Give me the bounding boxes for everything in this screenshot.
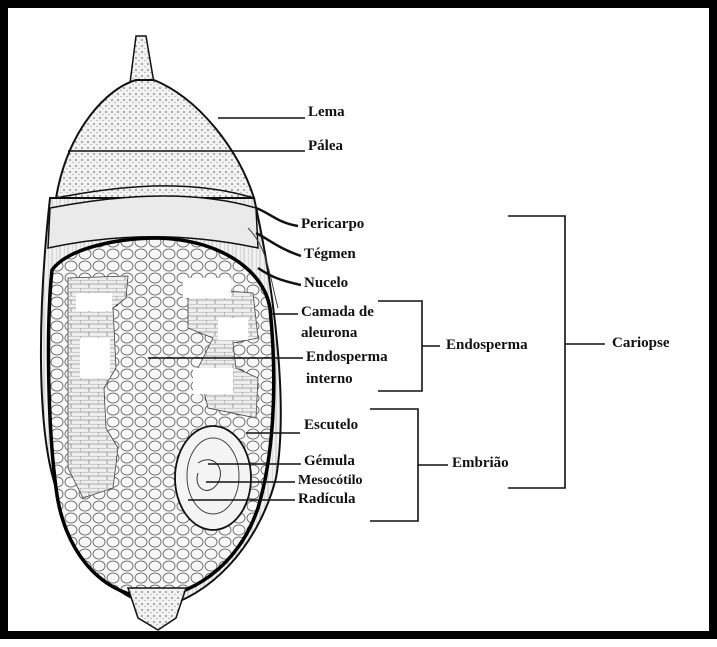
endosperma-bracket xyxy=(378,301,422,391)
label-endosperma: Endosperma xyxy=(446,336,528,354)
label-radicula: Radícula xyxy=(298,490,356,508)
awn-tip xyxy=(130,36,154,83)
label-escutelo: Escutelo xyxy=(304,416,358,434)
label-nucelo: Nucelo xyxy=(304,274,348,292)
label-cariopse: Cariopse xyxy=(612,334,670,352)
label-gemula: Gémula xyxy=(304,452,355,470)
label-embriao: Embrião xyxy=(452,454,509,472)
label-tegmen: Tégmen xyxy=(304,245,356,263)
label-palea: Pálea xyxy=(308,137,343,155)
label-pericarpo: Pericarpo xyxy=(301,215,364,233)
label-camada-2: aleurona xyxy=(301,324,357,342)
label-camada-1: Camada de xyxy=(301,303,374,321)
label-lema: Lema xyxy=(308,103,345,121)
embriao-bracket xyxy=(370,409,418,521)
seed-illustration xyxy=(8,8,717,647)
lema-cap xyxy=(56,80,254,198)
label-mesocotilo: Mesocótilo xyxy=(298,472,363,490)
label-endo-interno-1: Endosperma xyxy=(306,348,388,366)
label-endo-interno-2: interno xyxy=(306,370,353,388)
grain-base xyxy=(128,588,186,630)
